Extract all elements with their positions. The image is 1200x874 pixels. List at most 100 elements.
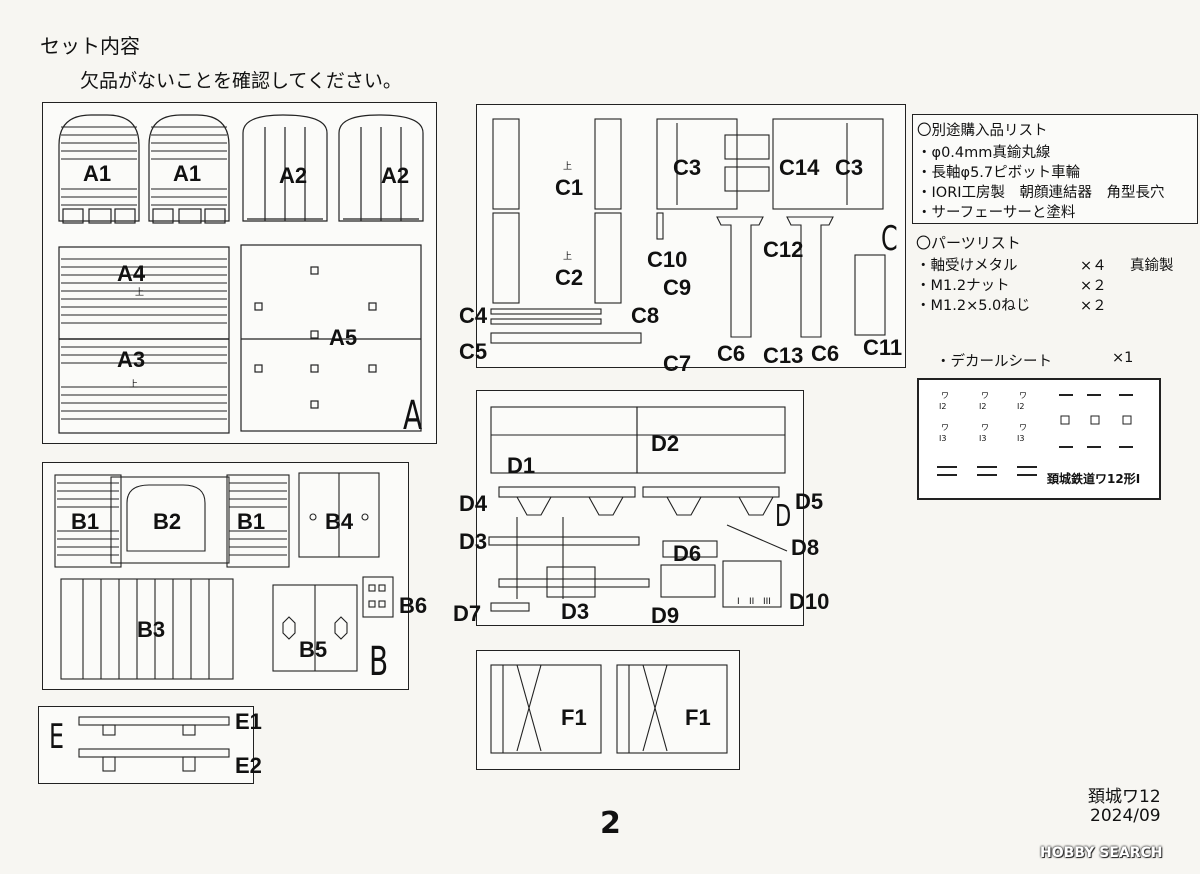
- part-label-d9: D9: [651, 603, 680, 628]
- part-label-c12: C12: [763, 237, 804, 262]
- decal-mark: I2: [939, 402, 947, 411]
- part-label-c6: C6: [811, 341, 840, 366]
- d10-mark: II: [749, 597, 755, 607]
- part-label-a1: A1: [173, 161, 202, 186]
- decal-mark: ワ: [981, 423, 989, 432]
- parts-item-qty: ×２: [1080, 278, 1107, 294]
- decal-small-marks: [937, 394, 1133, 476]
- part-label-a1: A1: [83, 161, 112, 186]
- decal-sheet-title: 頚城鉄道ワ12形Ⅰ: [1047, 472, 1141, 486]
- part-label-d7: D7: [453, 601, 482, 626]
- page-subtitle: 欠品がないことを確認してください。: [80, 70, 402, 92]
- part-label-c11: C11: [863, 335, 903, 360]
- part-label-d8: D8: [791, 535, 820, 560]
- part-label-d2: D2: [651, 431, 680, 456]
- watermark: HOBBY SEARCH: [1040, 845, 1163, 861]
- top-mark: 上: [563, 252, 573, 262]
- sprue-a: A1 A1 A2 A2 A4 A5 A3 上 上 A: [42, 102, 437, 444]
- part-label-c6: C6: [717, 341, 746, 366]
- part-label-c9: C9: [663, 275, 692, 300]
- parts-item-name: ・M1.2ナット: [916, 278, 1010, 294]
- part-label-b2: B2: [153, 509, 182, 534]
- part-label-d10: D10: [789, 589, 830, 614]
- part-label-e1: E1: [235, 709, 262, 734]
- purchase-list-heading: 〇別途購入品リスト: [917, 123, 1048, 139]
- sprue-letter-a: A: [403, 393, 423, 439]
- part-label-a5: A5: [329, 325, 358, 350]
- sprue-e: E E1 E2: [38, 706, 262, 784]
- part-label-d4: D4: [459, 491, 488, 516]
- decal-sheet: ワ I2 ワ I2 ワ I2 ワ I3 ワ I3 ワ I3 頚城鉄道ワ12形Ⅰ: [917, 378, 1161, 500]
- part-label-a2: A2: [381, 163, 410, 188]
- decal-mark: ワ: [981, 391, 989, 400]
- part-label-d3: D3: [561, 599, 590, 624]
- sprue-letter-d: D: [775, 499, 792, 534]
- part-label-a4: A4: [117, 261, 146, 286]
- part-label-b4: B4: [325, 509, 354, 534]
- decal-mark: I2: [979, 402, 987, 411]
- part-label-a2: A2: [279, 163, 308, 188]
- sprue-d: D1 D2 D4 D5 D3 D6 D8 D3 D7 D9 D10 I II I…: [453, 390, 829, 628]
- decal-mark: I3: [979, 434, 987, 443]
- decal-mark: ワ: [1019, 423, 1027, 432]
- parts-item-qty: ×４: [1080, 258, 1107, 274]
- part-label-a3: A3: [117, 347, 146, 372]
- decal-mark: ワ: [941, 391, 949, 400]
- sprue-e-drawing: [78, 716, 230, 772]
- part-label-e2: E2: [235, 753, 262, 778]
- part-label-c8: C8: [631, 303, 660, 328]
- sprue-letter-e: E: [49, 717, 65, 757]
- part-label-d6: D6: [673, 541, 702, 566]
- sprue-c: C1 C2 C3 C14 C3 C10 C12 C9 C4 C8 C5 C7 C…: [459, 104, 906, 375]
- part-label-c4: C4: [459, 303, 488, 328]
- part-label-c5: C5: [459, 339, 488, 364]
- part-label-b3: B3: [137, 617, 166, 642]
- part-label-c2: C2: [555, 265, 584, 290]
- parts-item-name: ・軸受けメタル: [916, 258, 1018, 274]
- d10-mark: I: [737, 597, 740, 607]
- sprue-letter-c: C: [881, 219, 898, 259]
- part-label-c14: C14: [779, 155, 820, 180]
- model-name: 頚城ワ12: [1088, 787, 1161, 807]
- decal-label: ・デカールシート: [936, 354, 1052, 370]
- sprue-letter-b: B: [369, 639, 389, 685]
- top-mark: 上: [129, 380, 139, 390]
- sprue-f: F1 F1: [476, 650, 740, 770]
- sprue-b-drawing: [54, 472, 394, 680]
- purchase-item: ・長軸φ5.7ピボット車輪: [917, 165, 1081, 181]
- decal-mark: I3: [939, 434, 947, 443]
- sprue-a-drawing: [58, 114, 424, 434]
- parts-item-name: ・M1.2×5.0ねじ: [916, 298, 1031, 314]
- part-label-c13: C13: [763, 343, 804, 368]
- part-label-b5: B5: [299, 637, 328, 662]
- purchase-item: ・IORI工房製 朝顔連結器 角型長穴: [917, 185, 1165, 201]
- parts-item-note: 真鍮製: [1130, 258, 1174, 274]
- decal-mark: ワ: [941, 423, 949, 432]
- decal-qty: ×1: [1112, 350, 1134, 366]
- parts-list-heading: 〇パーツリスト: [916, 234, 1021, 252]
- page-title: セット内容: [40, 34, 140, 58]
- part-label-d5: D5: [795, 489, 824, 514]
- part-label-d3: D3: [459, 529, 488, 554]
- page-number: 2: [600, 806, 621, 841]
- part-label-c3: C3: [835, 155, 864, 180]
- part-label-b6: B6: [399, 593, 428, 618]
- top-mark: 上: [135, 288, 145, 298]
- part-label-b1: B1: [71, 509, 100, 534]
- sprue-c-drawing: [490, 118, 886, 344]
- d10-mark: III: [763, 597, 771, 607]
- part-label-b1: B1: [237, 509, 266, 534]
- purchase-item: ・サーフェーサーと塗料: [917, 205, 1076, 221]
- part-label-d1: D1: [507, 453, 536, 478]
- revision-date: 2024/09: [1090, 806, 1161, 826]
- part-label-f1: F1: [685, 705, 711, 730]
- purchase-list-box: 〇別途購入品リスト ・φ0.4mm真鍮丸線 ・長軸φ5.7ピボット車輪 ・IOR…: [912, 114, 1198, 224]
- sprue-f-drawing: [490, 664, 728, 754]
- part-label-f1: F1: [561, 705, 587, 730]
- parts-item-qty: ×２: [1080, 298, 1107, 314]
- decal-mark: ワ: [1019, 391, 1027, 400]
- sprue-b: B1 B2 B1 B4 B3 B6 B5 B: [42, 462, 427, 690]
- part-label-c3: C3: [673, 155, 702, 180]
- part-label-c10: C10: [647, 247, 688, 272]
- part-label-c7: C7: [663, 351, 692, 376]
